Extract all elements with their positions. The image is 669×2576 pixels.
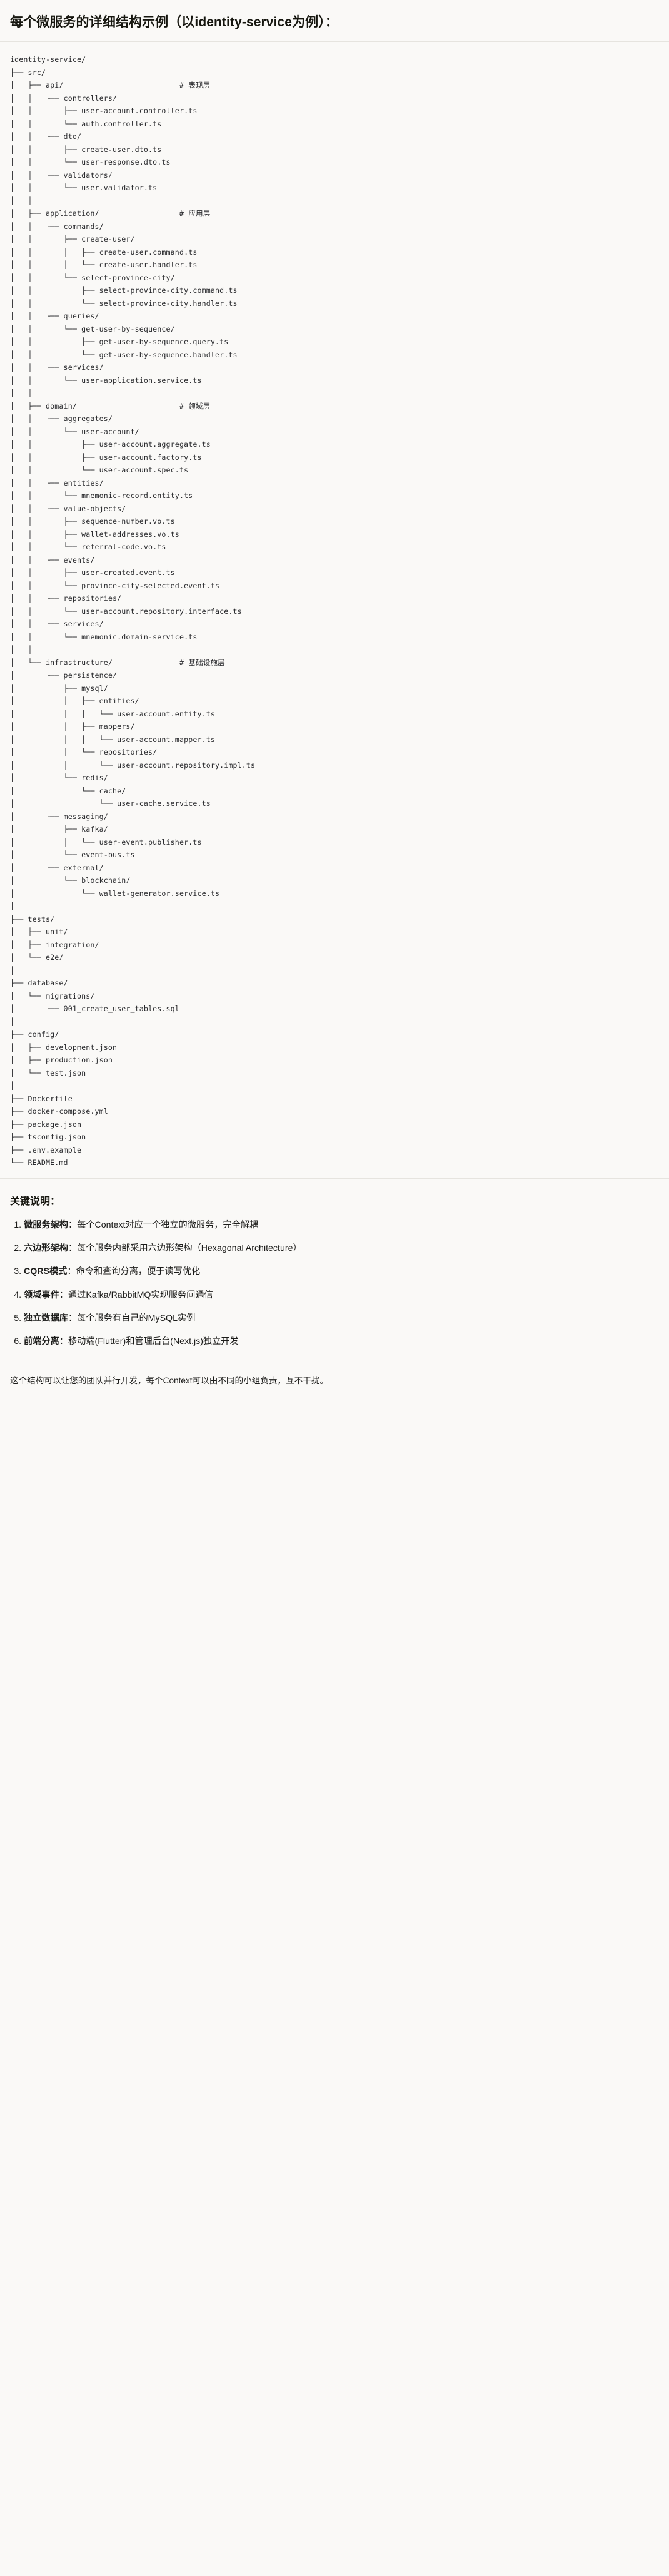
note-term: 前端分离 bbox=[24, 1336, 59, 1347]
directory-tree: identity-service/ ├── src/ │ ├── api/ # … bbox=[10, 55, 256, 1168]
note-description: 每个服务内部采用六边形架构（Hexagonal Architecture） bbox=[77, 1243, 302, 1254]
key-notes-section: 关键说明： 微服务架构：每个Context对应一个独立的微服务，完全解耦 六边形… bbox=[0, 1178, 669, 1368]
note-description: 命令和查询分离，便于读写优化 bbox=[76, 1266, 201, 1277]
note-separator: ： bbox=[67, 1266, 76, 1277]
note-separator: ： bbox=[68, 1243, 78, 1254]
list-item: 前端分离：移动端(Flutter)和管理后台(Next.js)独立开发 bbox=[24, 1335, 659, 1348]
list-item: CQRS模式：命令和查询分离，便于读写优化 bbox=[24, 1265, 659, 1278]
closing-paragraph: 这个结构可以让您的团队并行开发，每个Context可以由不同的小组负责，互不干扰… bbox=[0, 1373, 669, 1404]
note-separator: ： bbox=[68, 1219, 78, 1230]
document-header: 每个微服务的详细结构示例（以identity-service为例）： bbox=[0, 0, 669, 43]
list-item: 六边形架构：每个服务内部采用六边形架构（Hexagonal Architectu… bbox=[24, 1242, 659, 1255]
note-term: CQRS模式 bbox=[24, 1266, 68, 1277]
note-term: 领域事件 bbox=[24, 1290, 59, 1300]
note-separator: ： bbox=[59, 1336, 68, 1347]
note-separator: ： bbox=[68, 1313, 78, 1324]
note-term: 微服务架构 bbox=[24, 1219, 68, 1230]
note-description: 每个服务有自己的MySQL实例 bbox=[77, 1313, 196, 1324]
note-separator: ： bbox=[59, 1290, 68, 1300]
list-item: 领域事件：通过Kafka/RabbitMQ实现服务间通信 bbox=[24, 1289, 659, 1302]
directory-tree-block: identity-service/ ├── src/ │ ├── api/ # … bbox=[0, 42, 669, 1178]
note-description: 移动端(Flutter)和管理后台(Next.js)独立开发 bbox=[68, 1336, 239, 1347]
note-description: 通过Kafka/RabbitMQ实现服务间通信 bbox=[68, 1290, 213, 1300]
note-term: 独立数据库 bbox=[24, 1313, 68, 1324]
key-notes-list: 微服务架构：每个Context对应一个独立的微服务，完全解耦 六边形架构：每个服… bbox=[10, 1219, 659, 1349]
page-title: 每个微服务的详细结构示例（以identity-service为例）： bbox=[10, 15, 338, 29]
list-item: 微服务架构：每个Context对应一个独立的微服务，完全解耦 bbox=[24, 1219, 659, 1232]
note-description: 每个Context对应一个独立的微服务，完全解耦 bbox=[77, 1219, 259, 1230]
key-notes-heading: 关键说明： bbox=[10, 1196, 61, 1207]
note-term: 六边形架构 bbox=[24, 1243, 68, 1254]
list-item: 独立数据库：每个服务有自己的MySQL实例 bbox=[24, 1312, 659, 1325]
